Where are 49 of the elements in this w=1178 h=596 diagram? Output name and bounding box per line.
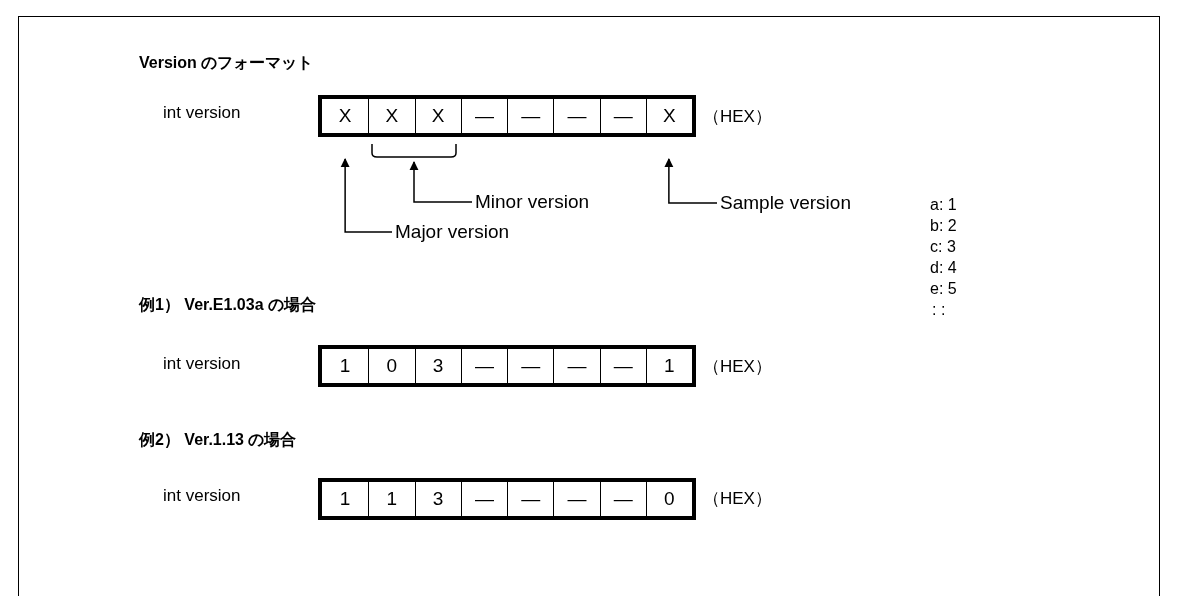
register-box	[318, 345, 696, 387]
field-label: int version	[163, 354, 241, 374]
bracket	[371, 144, 457, 158]
register-cell: —	[599, 99, 646, 133]
register-cell: 1	[368, 482, 415, 516]
register-cell: 0	[368, 349, 415, 383]
section-heading: 例2） Ver.1.13 の場合	[139, 430, 297, 450]
mapping-text: e: 5	[930, 279, 957, 299]
register-cell: —	[553, 349, 600, 383]
register-cell: —	[553, 482, 600, 516]
register-cell: 0	[645, 482, 692, 516]
leader-label: Sample version	[720, 192, 851, 214]
unit-label: （HEX）	[703, 357, 772, 377]
register-cell: —	[460, 99, 507, 133]
register-cell: —	[553, 99, 600, 133]
register-cell: X	[322, 99, 369, 133]
unit-label: （HEX）	[703, 489, 772, 509]
register-cell: —	[460, 482, 507, 516]
register-box	[318, 478, 696, 520]
register-cell: 3	[414, 482, 461, 516]
leader-arrow	[664, 158, 718, 204]
field-label: int version	[163, 103, 241, 123]
register-cell: 1	[645, 349, 692, 383]
leader-label: Major version	[395, 221, 510, 243]
register-cell: 1	[322, 349, 369, 383]
register-cell: X	[645, 99, 692, 133]
register-cell: X	[368, 99, 415, 133]
register-cell: —	[507, 99, 554, 133]
field-label: int version	[163, 486, 241, 506]
register-cell: 3	[414, 349, 461, 383]
section-heading: Version のフォーマット	[139, 53, 314, 73]
register-cell: —	[599, 482, 646, 516]
register-box	[318, 95, 696, 137]
leader-arrow	[409, 161, 473, 203]
register-cell: 1	[322, 482, 369, 516]
mapping-text: c: 3	[930, 237, 956, 257]
register-cell: —	[460, 349, 507, 383]
mapping-text: a: 1	[930, 195, 957, 215]
leader-label: Minor version	[475, 191, 590, 213]
unit-label: （HEX）	[703, 107, 772, 127]
mapping-text: b: 2	[930, 216, 957, 236]
leader-arrow	[340, 158, 393, 233]
register-cell: —	[507, 482, 554, 516]
register-cell: —	[599, 349, 646, 383]
mapping-text: d: 4	[930, 258, 957, 278]
register-cell: X	[414, 99, 461, 133]
register-cell: —	[507, 349, 554, 383]
section-heading: 例1） Ver.E1.03a の場合	[139, 295, 316, 315]
mapping-text: : :	[932, 300, 946, 320]
